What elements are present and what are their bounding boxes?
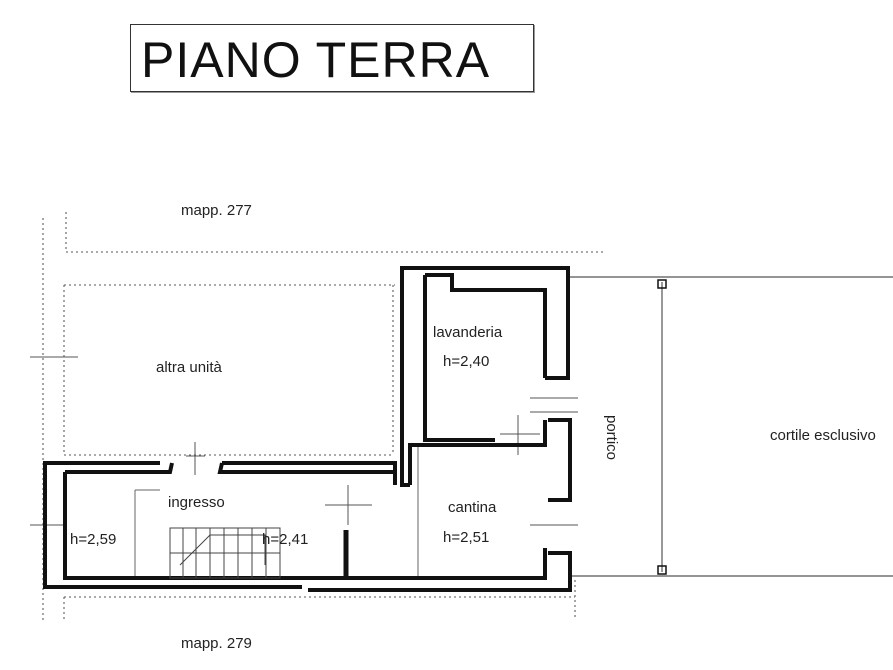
label-lavanderia-height: h=2,40 — [443, 353, 489, 370]
label-lavanderia: lavanderia — [433, 324, 503, 341]
label-ingresso: ingresso — [168, 494, 225, 511]
label-ingresso-height: h=2,59 — [70, 531, 116, 548]
property-boundaries — [42, 212, 605, 622]
label-mapp-279: mapp. 279 — [181, 635, 252, 652]
thin-lines — [134, 445, 419, 578]
label-cortile: cortile esclusivo — [770, 427, 876, 444]
label-stair-height: h=2,41 — [262, 531, 308, 548]
label-portico: portico — [603, 415, 620, 460]
label-mapp-277: mapp. 277 — [181, 202, 252, 219]
portico-cortile — [568, 276, 893, 577]
walls — [43, 266, 572, 592]
label-altra-unita: altra unità — [156, 359, 223, 376]
label-cantina: cantina — [448, 499, 497, 516]
dimension-ticks — [30, 356, 578, 526]
stair-symbol — [169, 527, 281, 579]
title-box: PIANO TERRA — [130, 24, 534, 92]
plan-title: PIANO TERRA — [141, 32, 491, 88]
label-cantina-height: h=2,51 — [443, 529, 489, 546]
